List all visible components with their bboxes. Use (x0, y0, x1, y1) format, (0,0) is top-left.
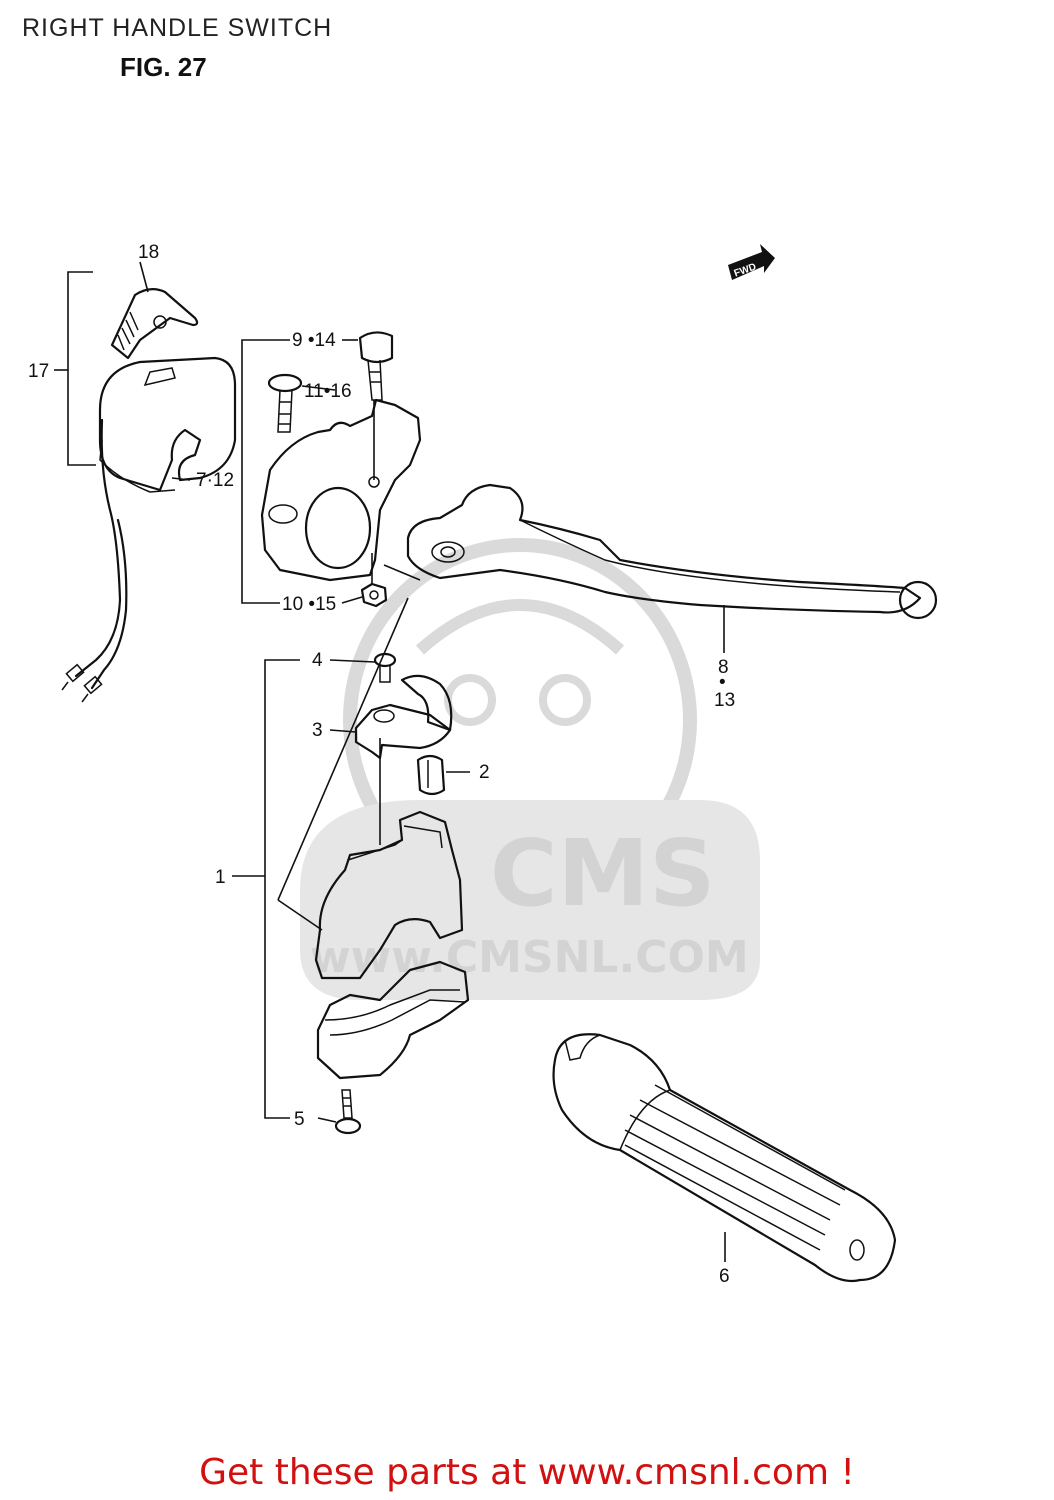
part-18-switch-knob (110, 288, 199, 360)
figure-label: FIG. 27 (120, 52, 207, 82)
watermark-url: www.CMSNL.COM (310, 932, 749, 983)
callout-2: 2 (479, 762, 490, 783)
part-7-12-lever-bracket (260, 398, 422, 582)
callout-17: 17 (28, 361, 49, 382)
callout-11-16: 11•16 (304, 381, 352, 402)
part-9-14-bolt (358, 331, 394, 401)
callout-8: 8 (718, 657, 729, 678)
callout-6: 6 (719, 1266, 730, 1287)
part-17-switch-housing (61, 356, 237, 703)
part-4-screw (373, 652, 397, 683)
watermark-brand: CMS (490, 820, 715, 927)
callout-1: 1 (215, 867, 226, 888)
part-8-13-brake-lever (383, 483, 938, 653)
part-3-clamp-plate (354, 674, 453, 760)
exploded-parts-diagram: CMS www.CMSNL.COM FWD (28, 242, 938, 1287)
callout-3: 3 (312, 720, 323, 741)
page-title: RIGHT HANDLE SWITCH (22, 14, 333, 42)
part-11-16-screw (267, 373, 303, 433)
callout-7-12: 7·12 (196, 470, 234, 491)
callout-9-14: 9 •14 (292, 330, 336, 351)
part-10-15-nut (360, 553, 388, 608)
part-6-handlebar-grip (552, 1033, 897, 1283)
callout-8-dot: • (719, 672, 726, 693)
callout-4: 4 (312, 650, 323, 671)
get-parts-link[interactable]: Get these parts at www.cmsnl.com ! (199, 1452, 855, 1493)
part-2-switch-bracket (416, 754, 446, 796)
callout-13: 13 (714, 690, 735, 711)
cms-watermark: CMS www.CMSNL.COM (300, 538, 760, 1000)
fwd-arrow-icon: FWD (728, 244, 775, 280)
callout-18: 18 (138, 242, 159, 263)
part-1-upper-housing (314, 738, 464, 980)
part-1-lower-housing (316, 960, 470, 1080)
part-5-screw (334, 1089, 362, 1135)
callout-5: 5 (294, 1109, 305, 1130)
callout-10-15: 10 •15 (282, 594, 336, 615)
